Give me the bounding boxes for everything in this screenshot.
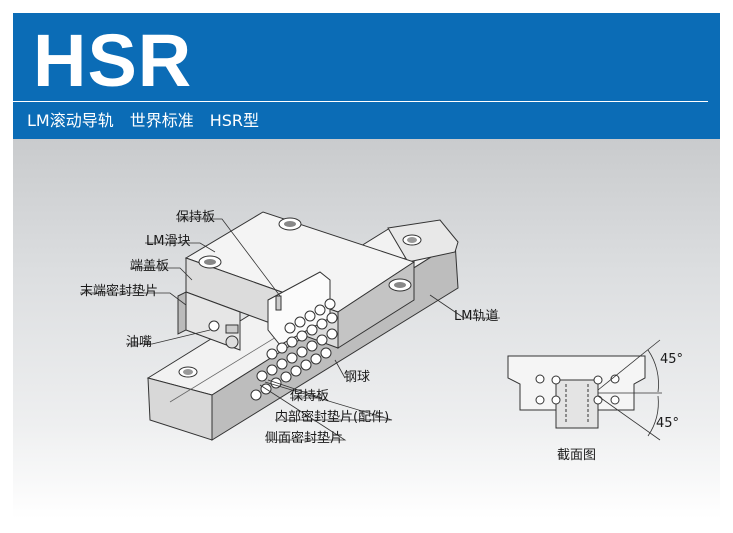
product-subtitle: LM滚动导轨 世界标准 HSR型	[27, 111, 260, 130]
ball-rows	[250, 298, 338, 401]
label-end-seal: 末端密封垫片	[80, 284, 159, 299]
label-angle-lower: 45°	[656, 416, 680, 431]
product-title: HSR	[33, 19, 193, 102]
label-retainer-plate-top: 保持板	[176, 210, 216, 225]
label-angle-upper: 45°	[660, 352, 684, 367]
callout-leaders	[80, 218, 500, 441]
label-grease-nipple: 油嘴	[126, 335, 153, 350]
label-lm-rail: LM轨道	[454, 309, 499, 324]
label-lm-block: LM滑块	[146, 234, 191, 249]
header-divider	[13, 101, 708, 102]
cross-section-caption: 截面图	[557, 448, 597, 463]
label-side-seal: 侧面密封垫片	[265, 431, 344, 446]
label-balls: 钢球	[344, 370, 371, 385]
label-retainer-plate-bottom: 保持板	[290, 389, 330, 404]
label-inner-seal: 内部密封垫片(配件)	[275, 410, 390, 425]
title-banner: HSR LM滚动导轨 世界标准 HSR型	[13, 13, 720, 139]
cross-section-drawing	[507, 339, 662, 441]
label-end-plate: 端盖板	[130, 259, 170, 274]
